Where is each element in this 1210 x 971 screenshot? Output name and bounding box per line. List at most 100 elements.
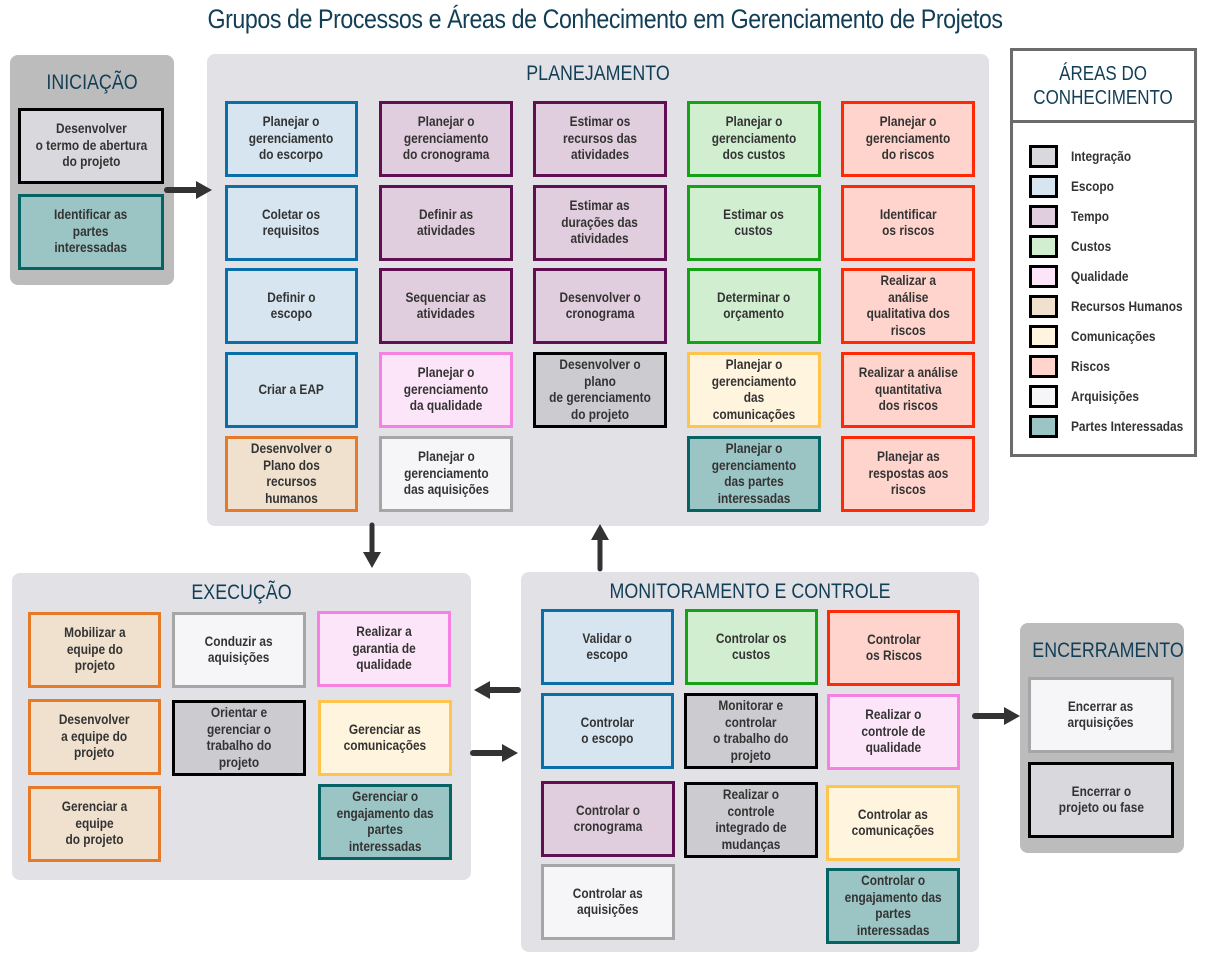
process-label: Controlar as comunicações [851, 806, 935, 839]
legend-swatch-custos [1029, 234, 1058, 258]
process-label: Controlar o engajamento das partes inter… [844, 873, 942, 938]
process-box: Planejar o gerenciamento das aquisições [379, 436, 513, 512]
process-label: Realizar o controle integrado de mudança… [715, 787, 787, 852]
process-box: Estimar os recursos das atividades [533, 101, 667, 177]
legend-swatch-escopo [1029, 174, 1058, 198]
arrow-up-icon [591, 524, 609, 572]
legend-swatch-recursos-humanos [1029, 294, 1058, 318]
legend-swatch-integracao [1029, 144, 1058, 168]
legend-item: Custos [1029, 231, 1194, 261]
group-title-encerramento: ENCERRAMENTO [1032, 639, 1184, 662]
process-label: Planejar o gerenciamento das comunicaçõe… [711, 357, 797, 422]
legend-label: Riscos [1071, 358, 1110, 374]
process-label: Estimar os custos [723, 206, 785, 239]
process-box: Planejar o gerenciamento do escorpo [225, 101, 358, 177]
legend-label: Qualidade [1071, 268, 1129, 284]
legend-item: Escopo [1029, 171, 1194, 201]
group-title-iniciacao: INICIAÇÃO [46, 71, 138, 94]
process-box: Criar a EAP [225, 352, 358, 428]
process-box: Conduzir as aquisições [172, 612, 306, 688]
process-label: Mobilizar a equipe do projeto [63, 625, 126, 674]
process-label: Planejar as respostas aos riscos [868, 449, 948, 498]
legend-label: Custos [1071, 238, 1112, 254]
process-box: Definir as atividades [379, 185, 513, 261]
legend-item: Integração [1029, 141, 1194, 171]
group-title-planejamento: PLANEJAMENTO [526, 62, 670, 85]
group-title-execucao: EXECUÇÃO [191, 581, 292, 604]
process-label: Validar o escopo [582, 630, 633, 663]
process-label: Identificar os riscos [879, 206, 937, 239]
process-label: Planejar o gerenciamento das aquisições [403, 449, 489, 498]
process-label: Desenvolver o termo de abertura do proje… [35, 121, 147, 170]
group-title-monitoramento: MONITORAMENTO E CONTROLE [609, 580, 891, 603]
process-label: Gerenciar a equipe do projeto [61, 799, 128, 848]
process-box: Desenvolver o Plano dos recursos humanos [225, 436, 358, 512]
process-label: Controlar os Riscos [865, 631, 922, 664]
process-box: Gerenciar as comunicações [318, 700, 452, 776]
process-box: Realizar a análise quantitativa dos risc… [841, 352, 975, 428]
legend-title: ÁREAS DO CONHECIMENTO [1013, 51, 1194, 123]
legend-swatch-comunicacoes [1029, 324, 1058, 348]
process-box: Controlar o cronograma [541, 781, 675, 857]
legend-label: Tempo [1071, 208, 1110, 224]
legend-item: Arquisições [1029, 381, 1194, 411]
process-label: Definir as atividades [416, 206, 476, 239]
process-box: Controlar o escopo [541, 693, 674, 769]
process-label: Desenvolver a equipe do projeto [59, 712, 130, 761]
process-box: Realizar a garantia de qualidade [317, 611, 451, 687]
legend-swatch-riscos [1029, 354, 1058, 378]
process-label: Gerenciar as comunicações [343, 721, 427, 754]
process-label: Gerenciar o engajamento das partes inter… [336, 789, 434, 854]
legend-item: Recursos Humanos [1029, 291, 1194, 321]
process-label: Planejar o gerenciamento das partes inte… [711, 441, 797, 506]
process-box: Encerrar o projeto ou fase [1028, 762, 1174, 838]
process-box: Planejar o gerenciamento do cronograma [379, 101, 513, 177]
arrow-right-icon [470, 744, 518, 762]
legend-label: Comunicações [1071, 328, 1156, 344]
process-label: Coletar os requisitos [262, 206, 321, 239]
process-label: Realizar a garantia de qualidade [352, 624, 416, 673]
process-label: Identificar as partes interessadas [54, 207, 128, 256]
arrow-down-icon [363, 522, 381, 568]
process-label: Desenvolver o cronograma [559, 289, 641, 322]
legend-swatch-qualidade [1029, 264, 1058, 288]
arrow-right-icon [972, 707, 1020, 725]
process-box: Identificar as partes interessadas [18, 194, 164, 270]
arrow-right-icon [164, 181, 212, 199]
process-box: Definir o escopo [225, 268, 358, 344]
process-box: Controlar os Riscos [827, 610, 960, 686]
legend-title-text: ÁREAS DO CONHECIMENTO [1033, 62, 1174, 109]
process-box: Encerrar as arquisições [1028, 677, 1174, 753]
process-label: Planejar o gerenciamento do riscos [865, 114, 951, 163]
process-box: Realizar o controle de qualidade [827, 694, 960, 770]
process-label: Orientar e gerenciar o trabalho do proje… [206, 705, 272, 770]
process-box: Gerenciar a equipe do projeto [28, 786, 161, 862]
process-label: Desenvolver o Plano dos recursos humanos [250, 441, 333, 506]
process-label: Controlar as aquisições [573, 885, 643, 918]
process-label: Conduzir as aquisições [204, 633, 273, 666]
process-box: Desenvolver o cronograma [533, 268, 667, 344]
process-label: Criar a EAP [258, 381, 325, 397]
process-label: Determinar o orçamento [717, 289, 791, 322]
process-label: Realizar a análise qualitativa dos risco… [866, 273, 950, 338]
diagram-title: Grupos de Processos e Áreas de Conhecime… [207, 4, 1003, 34]
process-label: Desenvolver o plano de gerenciamento do … [549, 357, 651, 422]
process-label: Planejar o gerenciamento dos custos [711, 114, 797, 163]
process-box: Desenvolver o plano de gerenciamento do … [533, 352, 667, 428]
legend-label: Recursos Humanos [1071, 298, 1183, 314]
process-box: Controlar as aquisições [541, 864, 675, 940]
process-box: Identificar os riscos [841, 185, 975, 261]
process-box: Planejar as respostas aos riscos [841, 436, 975, 512]
legend-item: Riscos [1029, 351, 1194, 381]
legend-list: Integração Escopo Tempo Custos Qualidade… [1013, 123, 1194, 441]
process-label: Realizar o controle de qualidade [861, 707, 926, 756]
process-box: Sequenciar as atividades [379, 268, 513, 344]
process-box: Mobilizar a equipe do projeto [28, 612, 161, 688]
process-label: Sequenciar as atividades [405, 289, 487, 322]
process-box: Determinar o orçamento [687, 268, 821, 344]
process-box: Planejar o gerenciamento dos custos [687, 101, 821, 177]
legend-item: Qualidade [1029, 261, 1194, 291]
process-label: Controlar os custos [716, 630, 787, 663]
process-box: Controlar os custos [685, 609, 818, 685]
process-label: Planejar o gerenciamento da qualidade [403, 365, 489, 414]
